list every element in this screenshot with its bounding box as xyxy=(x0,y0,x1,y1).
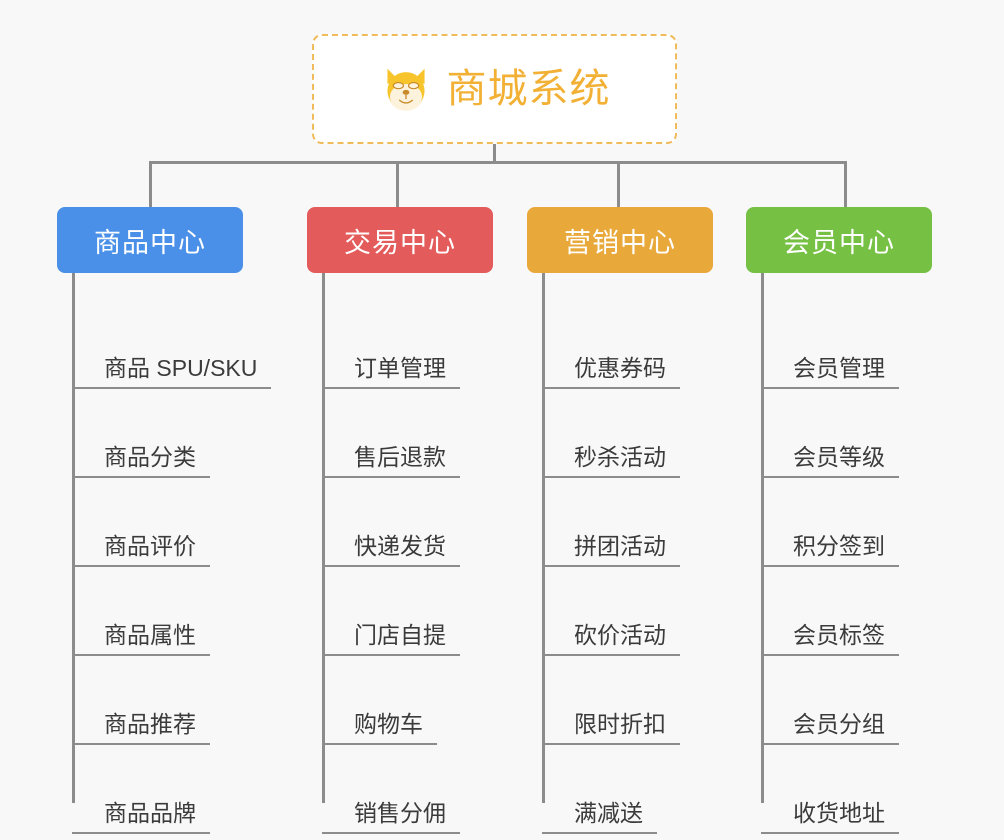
leaf-label: 商品品牌 xyxy=(72,802,210,834)
leaf-label: 限时折扣 xyxy=(542,713,680,745)
connector-root-stem xyxy=(493,144,496,164)
list-item[interactable]: 商品 SPU/SKU xyxy=(57,300,272,389)
list-item[interactable]: 秒杀活动 xyxy=(527,389,713,478)
list-item[interactable]: 商品属性 xyxy=(57,567,243,656)
spine-line xyxy=(542,273,545,803)
list-item[interactable]: 砍价活动 xyxy=(527,567,713,656)
category-header-product-center[interactable]: 商品中心 xyxy=(57,207,243,273)
connector-drop-trade-center xyxy=(396,161,399,207)
leaf-list-product-center: 商品 SPU/SKU 商品分类 商品评价 商品属性 商品推荐 商品品牌 xyxy=(57,273,272,834)
list-item[interactable]: 会员管理 xyxy=(746,300,932,389)
list-item[interactable]: 商品分类 xyxy=(57,389,243,478)
leaf-label: 会员等级 xyxy=(761,446,899,478)
list-item[interactable]: 限时折扣 xyxy=(527,656,713,745)
connector-drop-product-center xyxy=(149,161,152,207)
list-item[interactable]: 商品评价 xyxy=(57,478,243,567)
branch-product-center: 商品中心 商品 SPU/SKU 商品分类 商品评价 商品属性 商品推荐 商品品牌 xyxy=(57,207,272,834)
spine-line xyxy=(322,273,325,803)
leaf-label: 会员管理 xyxy=(761,357,899,389)
list-item[interactable]: 快递发货 xyxy=(307,478,493,567)
category-label: 营销中心 xyxy=(564,227,676,258)
leaf-label: 商品分类 xyxy=(72,446,210,478)
list-item[interactable]: 拼团活动 xyxy=(527,478,713,567)
category-label: 交易中心 xyxy=(344,227,456,258)
leaf-list-marketing-center: 优惠券码 秒杀活动 拼团活动 砍价活动 限时折扣 满减送 xyxy=(527,273,713,834)
leaf-label: 商品 SPU/SKU xyxy=(72,357,272,389)
category-label: 会员中心 xyxy=(783,227,895,258)
leaf-label: 售后退款 xyxy=(322,446,460,478)
root-node-shopping-mall-system[interactable]: 商城系统 xyxy=(312,34,677,144)
category-header-marketing-center[interactable]: 营销中心 xyxy=(527,207,713,273)
category-header-trade-center[interactable]: 交易中心 xyxy=(307,207,493,273)
branch-marketing-center: 营销中心 优惠券码 秒杀活动 拼团活动 砍价活动 限时折扣 满减送 xyxy=(527,207,713,834)
leaf-label: 商品评价 xyxy=(72,535,210,567)
list-item[interactable]: 会员标签 xyxy=(746,567,932,656)
connector-drop-member-center xyxy=(844,161,847,207)
branch-trade-center: 交易中心 订单管理 售后退款 快递发货 门店自提 购物车 销售分佣 xyxy=(307,207,493,834)
list-item[interactable]: 门店自提 xyxy=(307,567,493,656)
spine-line xyxy=(72,273,75,803)
category-header-member-center[interactable]: 会员中心 xyxy=(746,207,932,273)
leaf-label: 砍价活动 xyxy=(542,624,680,656)
leaf-label: 订单管理 xyxy=(322,357,460,389)
leaf-label: 购物车 xyxy=(322,713,437,745)
connector-horizontal-bus xyxy=(149,161,847,164)
leaf-label: 快递发货 xyxy=(322,535,460,567)
leaf-list-member-center: 会员管理 会员等级 积分签到 会员标签 会员分组 收货地址 xyxy=(746,273,932,834)
dog-face-icon xyxy=(386,68,425,111)
leaf-label: 收货地址 xyxy=(761,802,899,834)
list-item[interactable]: 优惠券码 xyxy=(527,300,713,389)
leaf-label: 积分签到 xyxy=(761,535,899,567)
leaf-label: 商品属性 xyxy=(72,624,210,656)
leaf-label: 门店自提 xyxy=(322,624,460,656)
list-item[interactable]: 会员分组 xyxy=(746,656,932,745)
category-label: 商品中心 xyxy=(94,227,206,258)
list-item[interactable]: 售后退款 xyxy=(307,389,493,478)
leaf-label: 优惠券码 xyxy=(542,357,680,389)
spine-line xyxy=(761,273,764,803)
list-item[interactable]: 商品推荐 xyxy=(57,656,243,745)
leaf-label: 商品推荐 xyxy=(72,713,210,745)
leaf-label: 拼团活动 xyxy=(542,535,680,567)
list-item[interactable]: 积分签到 xyxy=(746,478,932,567)
list-item[interactable]: 购物车 xyxy=(307,656,493,745)
root-node-title: 商城系统 xyxy=(446,67,611,111)
list-item[interactable]: 订单管理 xyxy=(307,300,493,389)
list-item[interactable]: 销售分佣 xyxy=(307,745,493,834)
list-item[interactable]: 商品品牌 xyxy=(57,745,243,834)
connector-drop-marketing-center xyxy=(617,161,620,207)
leaf-label: 秒杀活动 xyxy=(542,446,680,478)
leaf-label: 满减送 xyxy=(542,802,657,834)
leaf-list-trade-center: 订单管理 售后退款 快递发货 门店自提 购物车 销售分佣 xyxy=(307,273,493,834)
list-item[interactable]: 收货地址 xyxy=(746,745,932,834)
list-item[interactable]: 会员等级 xyxy=(746,389,932,478)
list-item[interactable]: 满减送 xyxy=(527,745,713,834)
leaf-label: 销售分佣 xyxy=(322,802,460,834)
branch-member-center: 会员中心 会员管理 会员等级 积分签到 会员标签 会员分组 收货地址 xyxy=(746,207,932,834)
leaf-label: 会员分组 xyxy=(761,713,899,745)
leaf-label: 会员标签 xyxy=(761,624,899,656)
